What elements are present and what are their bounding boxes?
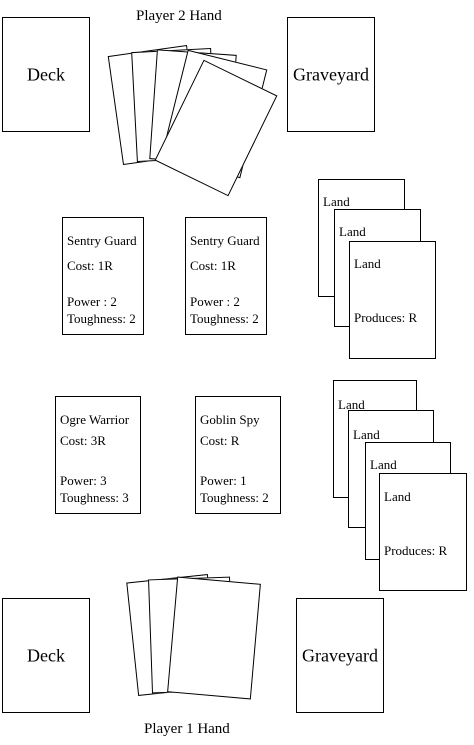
player1-deck-label: Deck — [27, 645, 65, 665]
player2-graveyard-label: Graveyard — [293, 64, 369, 84]
player1-graveyard[interactable]: Graveyard — [296, 598, 384, 713]
creature-name: Ogre Warrior — [60, 412, 130, 427]
land-title: Land — [338, 397, 365, 412]
player2-land-card[interactable]: Land Produces: R — [349, 241, 436, 359]
creature-power: Power: 3 — [60, 473, 107, 488]
creature-name: Sentry Guard — [190, 233, 260, 248]
player2-creature-card[interactable]: Sentry Guard Cost: 1R Power : 2 Toughnes… — [62, 217, 144, 335]
land-title: Land — [354, 256, 381, 271]
land-title: Land — [323, 194, 350, 209]
player1-deck[interactable]: Deck — [2, 598, 90, 713]
creature-name: Goblin Spy — [200, 412, 260, 427]
player2-graveyard[interactable]: Graveyard — [287, 17, 375, 132]
creature-name: Sentry Guard — [67, 233, 137, 248]
player2-deck[interactable]: Deck — [2, 17, 90, 132]
creature-power: Power: 1 — [200, 473, 247, 488]
land-title: Land — [339, 224, 366, 239]
player1-creature-card[interactable]: Goblin Spy Cost: R Power: 1 Toughness: 2 — [195, 396, 281, 514]
land-produces: Produces: R — [354, 310, 418, 325]
creature-toughness: Toughness: 3 — [60, 490, 129, 505]
player2-creature-card[interactable]: Sentry Guard Cost: 1R Power : 2 Toughnes… — [185, 217, 267, 335]
land-produces: Produces: R — [384, 543, 448, 558]
creature-cost: Cost: 1R — [67, 258, 113, 273]
land-title: Land — [384, 489, 411, 504]
creature-toughness: Toughness: 2 — [200, 490, 269, 505]
creature-power: Power : 2 — [190, 294, 240, 309]
player2-hand-label: Player 2 Hand — [136, 8, 222, 24]
land-title: Land — [370, 457, 397, 472]
player1-land-card[interactable]: Land Produces: R — [379, 473, 467, 591]
creature-toughness: Toughness: 2 — [67, 311, 136, 326]
creature-cost: Cost: 3R — [60, 433, 106, 448]
player1-hand-label: Player 1 Hand — [144, 721, 230, 737]
player1-creature-card[interactable]: Ogre Warrior Cost: 3R Power: 3 Toughness… — [55, 396, 141, 514]
creature-toughness: Toughness: 2 — [190, 311, 259, 326]
creature-power: Power : 2 — [67, 294, 117, 309]
player1-graveyard-label: Graveyard — [302, 645, 378, 665]
player2-deck-label: Deck — [27, 64, 65, 84]
land-title: Land — [353, 427, 380, 442]
creature-cost: Cost: 1R — [190, 258, 236, 273]
creature-cost: Cost: R — [200, 433, 240, 448]
player1-hand-card[interactable] — [167, 576, 261, 700]
